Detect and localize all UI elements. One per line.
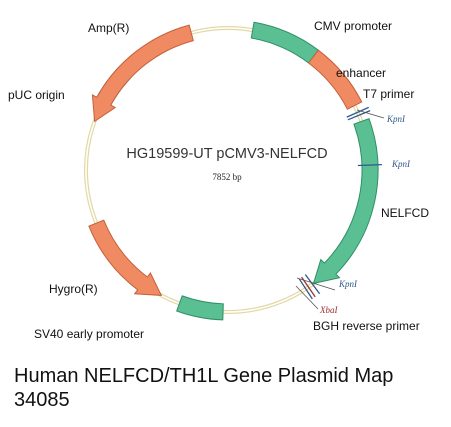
hygro-resistance-segment <box>88 219 163 296</box>
hygro-label: Hygro(R) <box>49 282 98 296</box>
figure-caption: Human NELFCD/TH1L Gene Plasmid Map 34085 <box>14 365 394 411</box>
xba1-leader <box>295 285 319 310</box>
enhancer-segment <box>307 49 363 110</box>
t7-primer-label: T7 primer <box>363 87 414 101</box>
puc-origin-label: pUC origin <box>8 88 65 102</box>
kpn1-tick-b <box>357 163 382 167</box>
kpn1-site-label-b: KpnI <box>391 159 411 169</box>
amp-resistance-segment <box>91 24 194 123</box>
kpn1-a-leader <box>356 109 385 119</box>
kpn1-site-label-a: KpnI <box>386 114 406 124</box>
kpn1-tick-a <box>346 106 369 118</box>
cmv-promoter-label: CMV promoter <box>314 19 392 33</box>
xba1-site-label: XbaI <box>319 305 338 315</box>
cmv-promoter-segment <box>250 21 320 64</box>
nelfcd-label: NELFCD <box>381 206 429 220</box>
amp-label: Amp(R) <box>88 21 129 35</box>
sv40-label: SV40 early promoter <box>34 327 144 341</box>
enhancer-label: enhancer <box>336 66 386 80</box>
label-leader-lines <box>295 109 385 310</box>
kpn1-tick-c <box>304 274 321 295</box>
kpn1-tick-a2 <box>347 109 371 121</box>
bgh-tick <box>298 278 313 300</box>
kpn1-site-label-c: KpnI <box>338 279 358 289</box>
plasmid-name: HG19599-UT pCMV3-NELFCD <box>126 146 327 162</box>
nelfcd-segment <box>312 118 379 285</box>
bgh-primer-label: BGH reverse primer <box>313 319 420 333</box>
restriction-site-ticks <box>298 106 382 300</box>
plasmid-size: 7852 bp <box>212 172 242 182</box>
kpn1-c-leader <box>296 277 336 291</box>
sv40-promoter-segment <box>176 295 224 321</box>
